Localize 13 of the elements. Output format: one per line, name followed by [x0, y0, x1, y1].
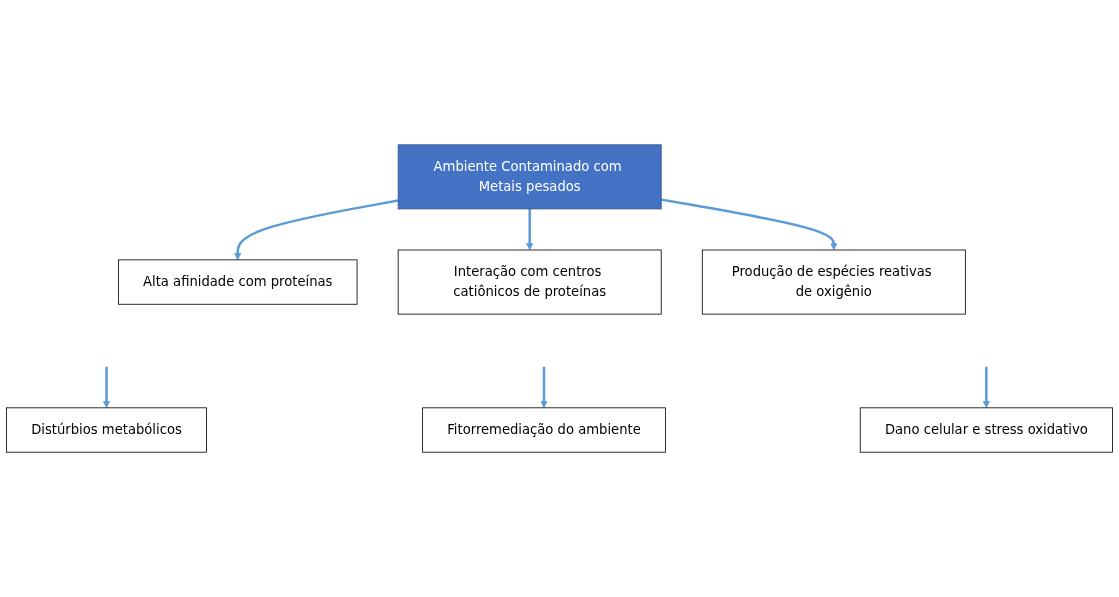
- arrow: [661, 198, 838, 251]
- node-box: Fitorremediação do ambiente: [422, 407, 666, 453]
- arrow: [540, 366, 548, 409]
- node-box: Interação com centros catiônicos de proteínas: [397, 249, 662, 315]
- arrow: [982, 366, 990, 409]
- node-box: Ambiente Contaminado com Metais pesados: [397, 144, 662, 210]
- node-box: Produção de espécies reativas de oxigênio: [701, 249, 966, 315]
- arrow: [234, 199, 399, 261]
- node-box: Dano celular e stress oxidativo: [859, 407, 1113, 453]
- node-box: Distúrbios metabólicos: [6, 407, 207, 453]
- arrow: [102, 366, 111, 409]
- node-box: Alta afinidade com proteínas: [118, 259, 358, 305]
- arrow: [526, 208, 534, 251]
